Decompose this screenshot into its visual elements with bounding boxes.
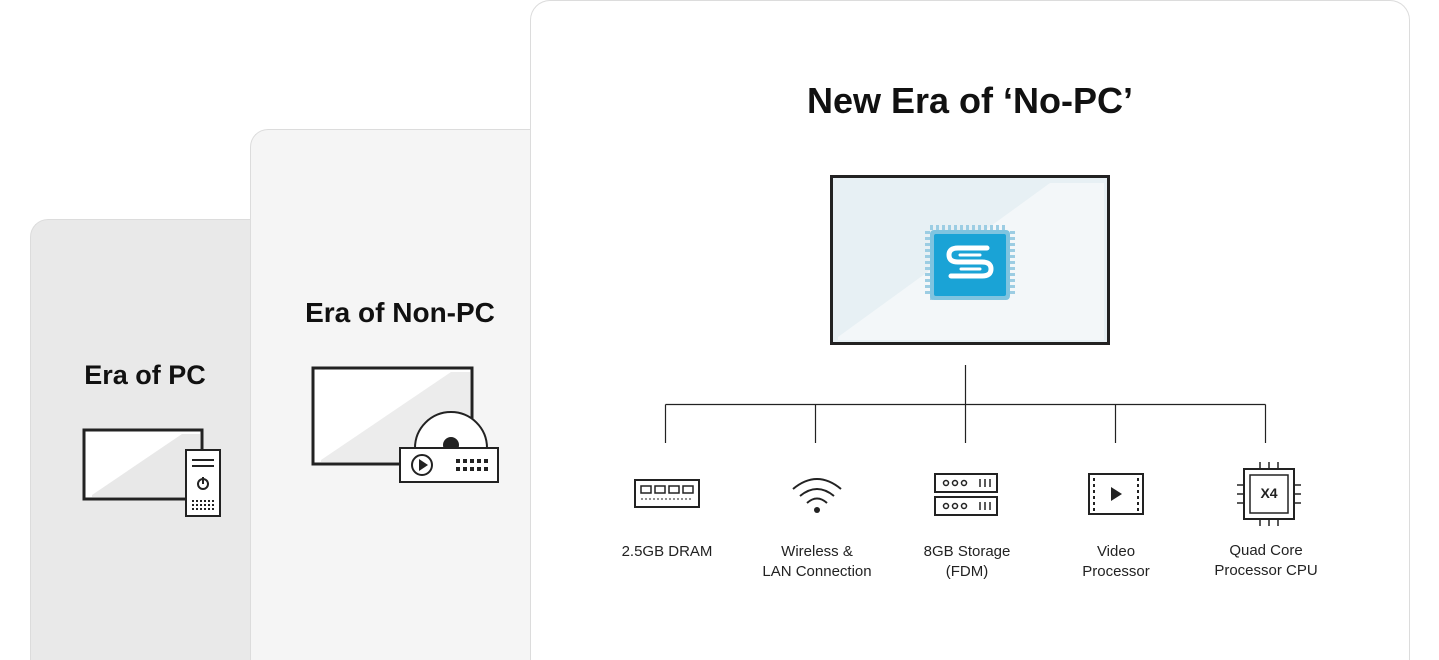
pc-display-with-tower-icon	[82, 428, 221, 517]
component-label-cpu: Quad Core Processor CPU	[1214, 542, 1318, 579]
display-with-media-player-icon	[311, 366, 499, 483]
dram-icon	[634, 479, 700, 508]
component-label-video-processor: Video Processor	[1082, 543, 1150, 580]
video-processor-icon	[1088, 473, 1144, 515]
display-with-soc-chip-icon	[830, 175, 1110, 345]
era-of-non-pc-title: Era of Non-PC	[305, 297, 495, 328]
wifi-icon	[792, 478, 842, 513]
cpu-icon	[1237, 462, 1301, 526]
component-label-wireless-lan: Wireless & LAN Connection	[762, 543, 872, 580]
component-label-storage: 8GB Storage (FDM)	[923, 543, 1011, 580]
component-connector-lines	[664, 365, 1267, 443]
new-era-no-pc-title: New Era of ‘No-PC’	[806, 80, 1134, 121]
component-label-dram: 2.5GB DRAM	[621, 543, 713, 560]
era-of-pc-title: Era of PC	[84, 360, 206, 390]
storage-icon	[934, 473, 998, 516]
cpu-core-count-badge: X4	[1260, 485, 1278, 501]
